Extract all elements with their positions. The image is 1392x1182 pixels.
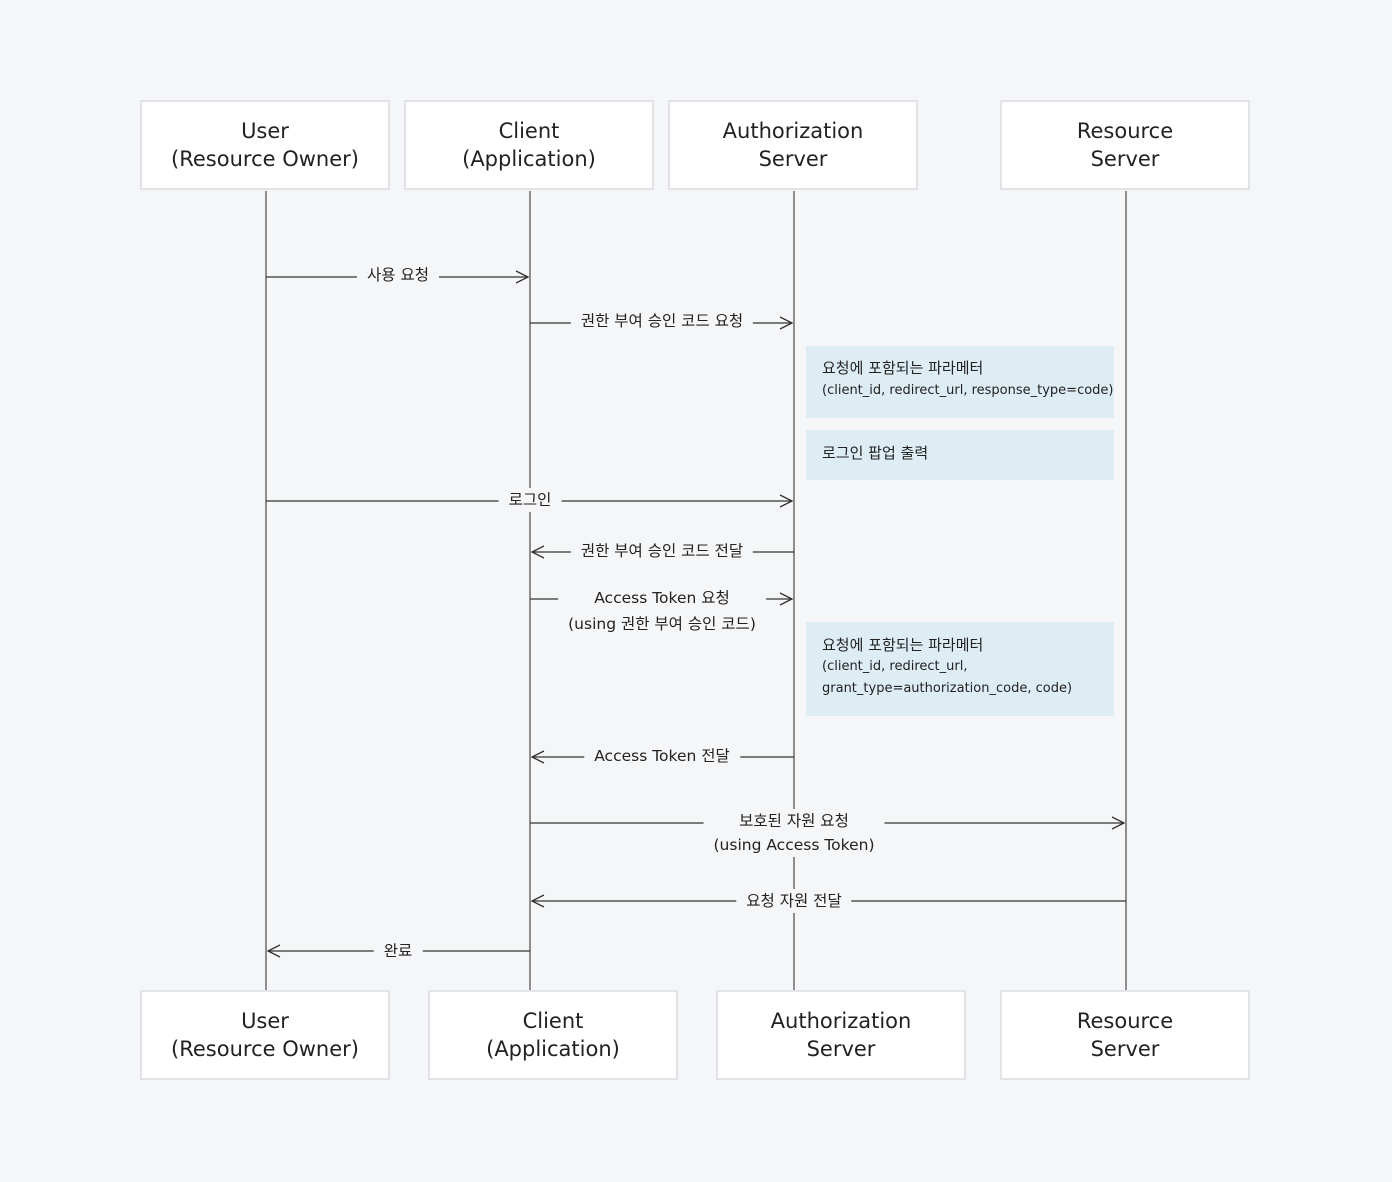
message-auth-code-delivery-text: 권한 부여 승인 코드 전달 — [580, 542, 744, 560]
participant-authorization-server-bottom-line1: Authorization — [770, 1009, 912, 1033]
participant-resource-server-top: Resource Server — [1000, 100, 1250, 190]
participant-resource-server-top-line1: Resource — [1076, 119, 1174, 143]
message-login: 로그인 — [498, 488, 562, 512]
note-request-parameters-1-title: 요청에 포함되는 파라메터 — [822, 359, 984, 377]
participant-client-top: Client (Application) — [404, 100, 654, 190]
participant-authorization-server-bottom-line2: Server — [806, 1037, 876, 1061]
participant-client-top-line2: (Application) — [462, 147, 596, 171]
participant-resource-server-bottom: Resource Server — [1000, 990, 1250, 1080]
note-request-parameters-2-title: 요청에 포함되는 파라메터 — [822, 636, 984, 654]
note-request-parameters-2-detail-1: (client_id, redirect_url, — [822, 659, 968, 674]
participant-authorization-server-bottom: Authorization Server — [716, 990, 966, 1080]
participant-authorization-server-top-line1: Authorization — [722, 119, 864, 143]
participant-client-bottom-line1: Client — [522, 1009, 584, 1033]
message-access-token-request: Access Token 요청 (using 권한 부여 승인 코드) — [558, 585, 766, 637]
message-access-token-request-text: Access Token 요청 — [594, 589, 730, 607]
message-protected-resource-request-sub: (using Access Token) — [713, 836, 875, 854]
message-protected-resource-request: 보호된 자원 요청 (using Access Token) — [703, 809, 885, 857]
message-resource-delivery-text: 요청 자원 전달 — [746, 892, 842, 910]
message-login-text: 로그인 — [508, 491, 552, 509]
participant-user-bottom: User (Resource Owner) — [140, 990, 390, 1080]
participant-resource-server-top-line2: Server — [1090, 147, 1160, 171]
note-request-parameters-2: 요청에 포함되는 파라메터 (client_id, redirect_url, … — [806, 622, 1114, 716]
message-complete: 완료 — [373, 939, 423, 963]
message-complete-text: 완료 — [383, 942, 413, 960]
participant-user-top-line2: (Resource Owner) — [171, 147, 359, 171]
message-auth-code-delivery: 권한 부여 승인 코드 전달 — [570, 539, 754, 563]
participant-user-top: User (Resource Owner) — [140, 100, 390, 190]
note-login-popup: 로그인 팝업 출력 — [806, 430, 1114, 480]
note-request-parameters-1: 요청에 포함되는 파라메터 (client_id, redirect_url, … — [806, 346, 1114, 418]
message-access-token-delivery: Access Token 전달 — [584, 744, 740, 768]
note-request-parameters-2-detail-2: grant_type=authorization_code, code) — [822, 681, 1073, 696]
participant-client-top-line1: Client — [498, 119, 560, 143]
participant-authorization-server-top-line2: Server — [758, 147, 828, 171]
participant-resource-server-bottom-line1: Resource — [1076, 1009, 1174, 1033]
message-auth-code-request: 권한 부여 승인 코드 요청 — [570, 309, 754, 333]
participant-client-bottom-line2: (Application) — [486, 1037, 620, 1061]
message-access-token-request-sub: (using 권한 부여 승인 코드) — [568, 615, 756, 633]
participant-user-top-line1: User — [241, 119, 289, 143]
message-auth-code-request-text: 권한 부여 승인 코드 요청 — [580, 312, 744, 330]
message-access-token-delivery-text: Access Token 전달 — [594, 747, 730, 765]
participant-client-bottom: Client (Application) — [428, 990, 678, 1080]
participant-authorization-server-top: Authorization Server — [668, 100, 918, 190]
participant-user-bottom-line1: User — [241, 1009, 289, 1033]
message-usage-request-text: 사용 요청 — [367, 266, 429, 284]
participant-user-bottom-line2: (Resource Owner) — [171, 1037, 359, 1061]
note-login-popup-title: 로그인 팝업 출력 — [822, 444, 929, 462]
message-resource-delivery: 요청 자원 전달 — [736, 889, 852, 913]
participant-resource-server-bottom-line2: Server — [1090, 1037, 1160, 1061]
message-protected-resource-request-text: 보호된 자원 요청 — [739, 812, 849, 830]
message-usage-request: 사용 요청 — [357, 263, 439, 287]
note-request-parameters-1-detail: (client_id, redirect_url, response_type=… — [822, 383, 1114, 398]
